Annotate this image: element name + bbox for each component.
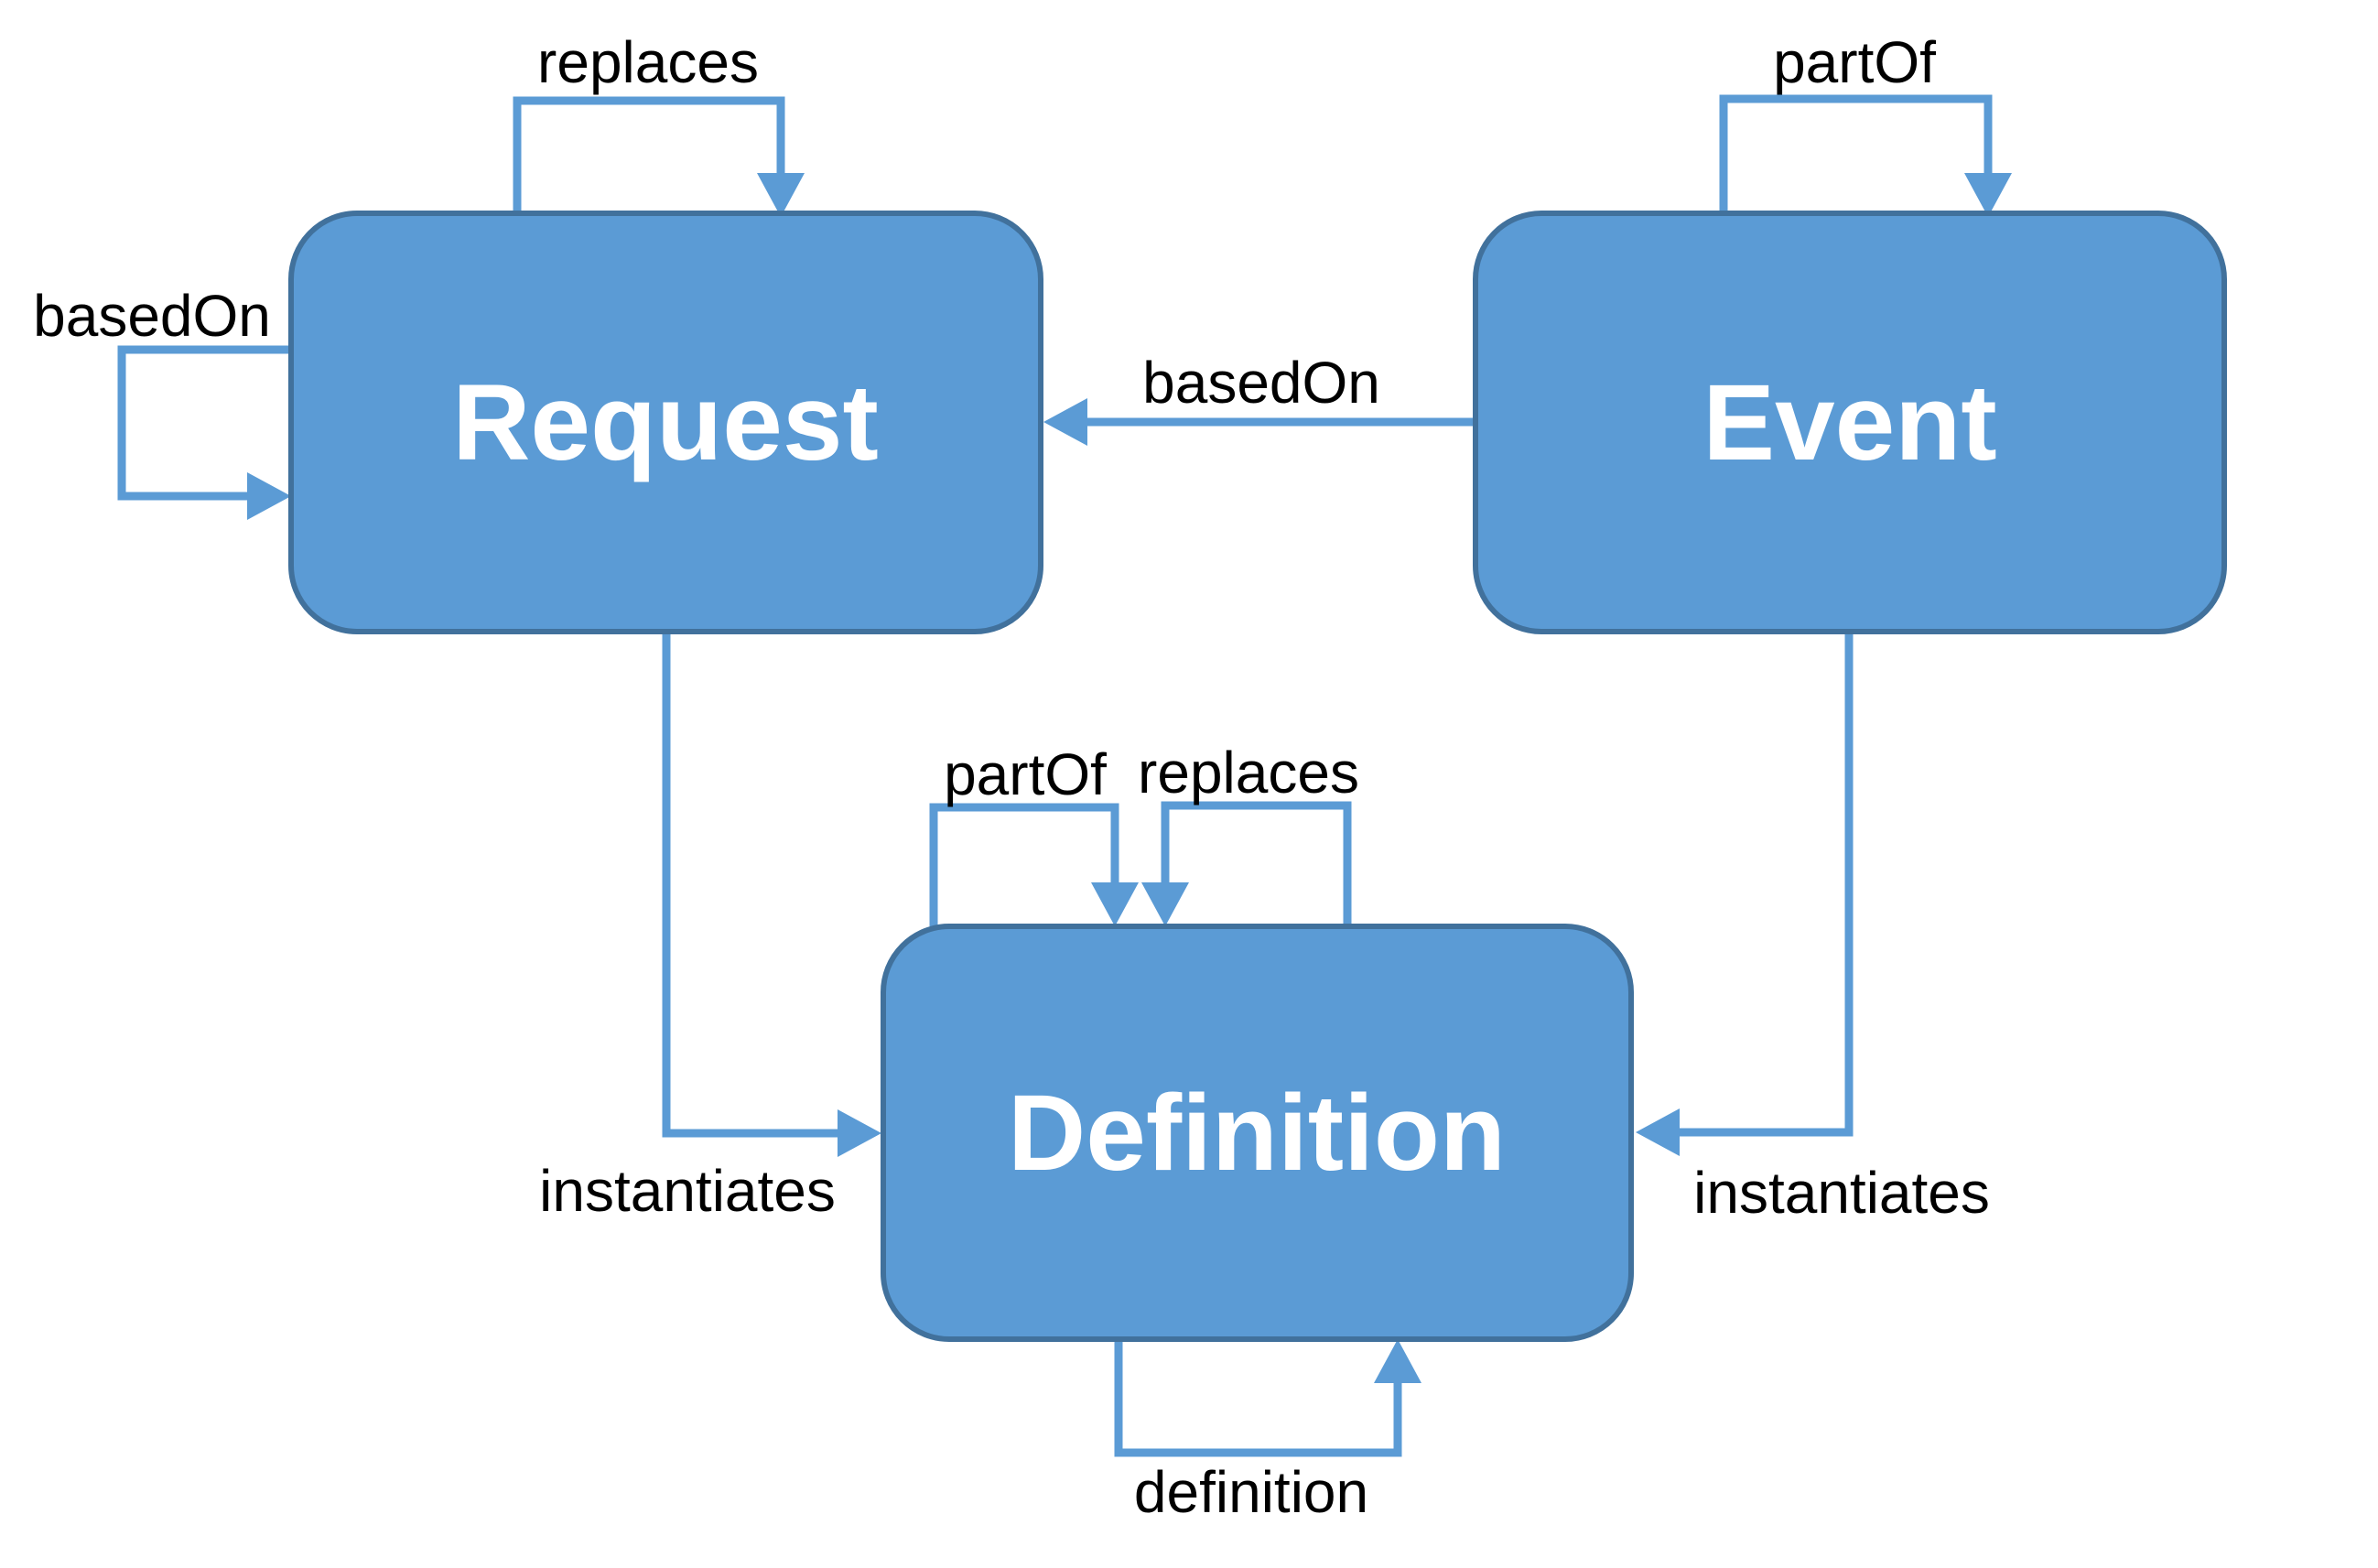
node-request-label: Request — [452, 362, 879, 483]
edge-label-basedon-event-request: basedOn — [1142, 350, 1380, 416]
edge-instantiates-event-definition: instantiates — [1636, 632, 1990, 1226]
edge-partof-definition-line — [929, 803, 1119, 926]
edge-partof-definition-arrowhead — [1091, 882, 1139, 926]
node-definition: Definition — [881, 924, 1634, 1342]
edge-partof-event-line — [1719, 94, 1993, 221]
edge-replaces-definition-self: replaces — [1138, 740, 1359, 926]
node-request: Request — [288, 211, 1043, 634]
edge-definition-definition-self: definition — [1114, 1339, 1421, 1525]
node-event-box — [1473, 211, 2227, 634]
edge-definition-definition-line — [1114, 1339, 1402, 1457]
edge-instantiates-request-definition-arrowhead — [838, 1109, 881, 1157]
edge-instantiates-event-definition-line — [1676, 632, 1854, 1137]
edge-label-instantiates-request: instantiates — [539, 1158, 836, 1224]
edge-label-replaces-definition: replaces — [1138, 740, 1359, 806]
edge-label-partof-definition: partOf — [944, 741, 1107, 807]
edge-label-partof-event: partOf — [1773, 29, 1936, 95]
edge-basedon-request-self: basedOn — [33, 283, 291, 520]
edge-replaces-definition-line — [1161, 801, 1352, 926]
edge-replaces-request-arrowhead — [757, 173, 805, 217]
edge-instantiates-request-definition-line — [662, 632, 841, 1138]
edge-instantiates-event-definition-arrowhead — [1636, 1108, 1680, 1156]
edge-partof-definition-self: partOf — [929, 741, 1139, 926]
edge-replaces-request-self: replaces — [513, 29, 805, 221]
node-event: Event — [1473, 211, 2227, 634]
edge-replaces-request-line — [513, 96, 785, 221]
edge-basedon-request-arrowhead — [247, 472, 291, 520]
edge-partof-event-arrowhead — [1964, 173, 2012, 217]
node-event-label: Event — [1702, 362, 1996, 483]
edge-label-basedon-request: basedOn — [33, 283, 271, 349]
edge-label-instantiates-event: instantiates — [1693, 1160, 1990, 1226]
node-definition-label: Definition — [1008, 1073, 1506, 1194]
edge-replaces-definition-arrowhead — [1141, 882, 1189, 926]
edge-partof-event-self: partOf — [1719, 29, 2012, 221]
edge-instantiates-request-definition: instantiates — [539, 632, 881, 1224]
edge-label-definition: definition — [1134, 1459, 1368, 1525]
edge-definition-definition-arrowhead — [1374, 1339, 1421, 1383]
edge-basedon-event-request-arrowhead — [1043, 398, 1087, 446]
edge-label-replaces-request: replaces — [537, 29, 759, 95]
edge-basedon-event-request: basedOn — [1043, 350, 1475, 446]
edge-basedon-request-line — [117, 345, 291, 501]
node-request-box — [288, 211, 1043, 634]
node-definition-box — [881, 924, 1634, 1342]
